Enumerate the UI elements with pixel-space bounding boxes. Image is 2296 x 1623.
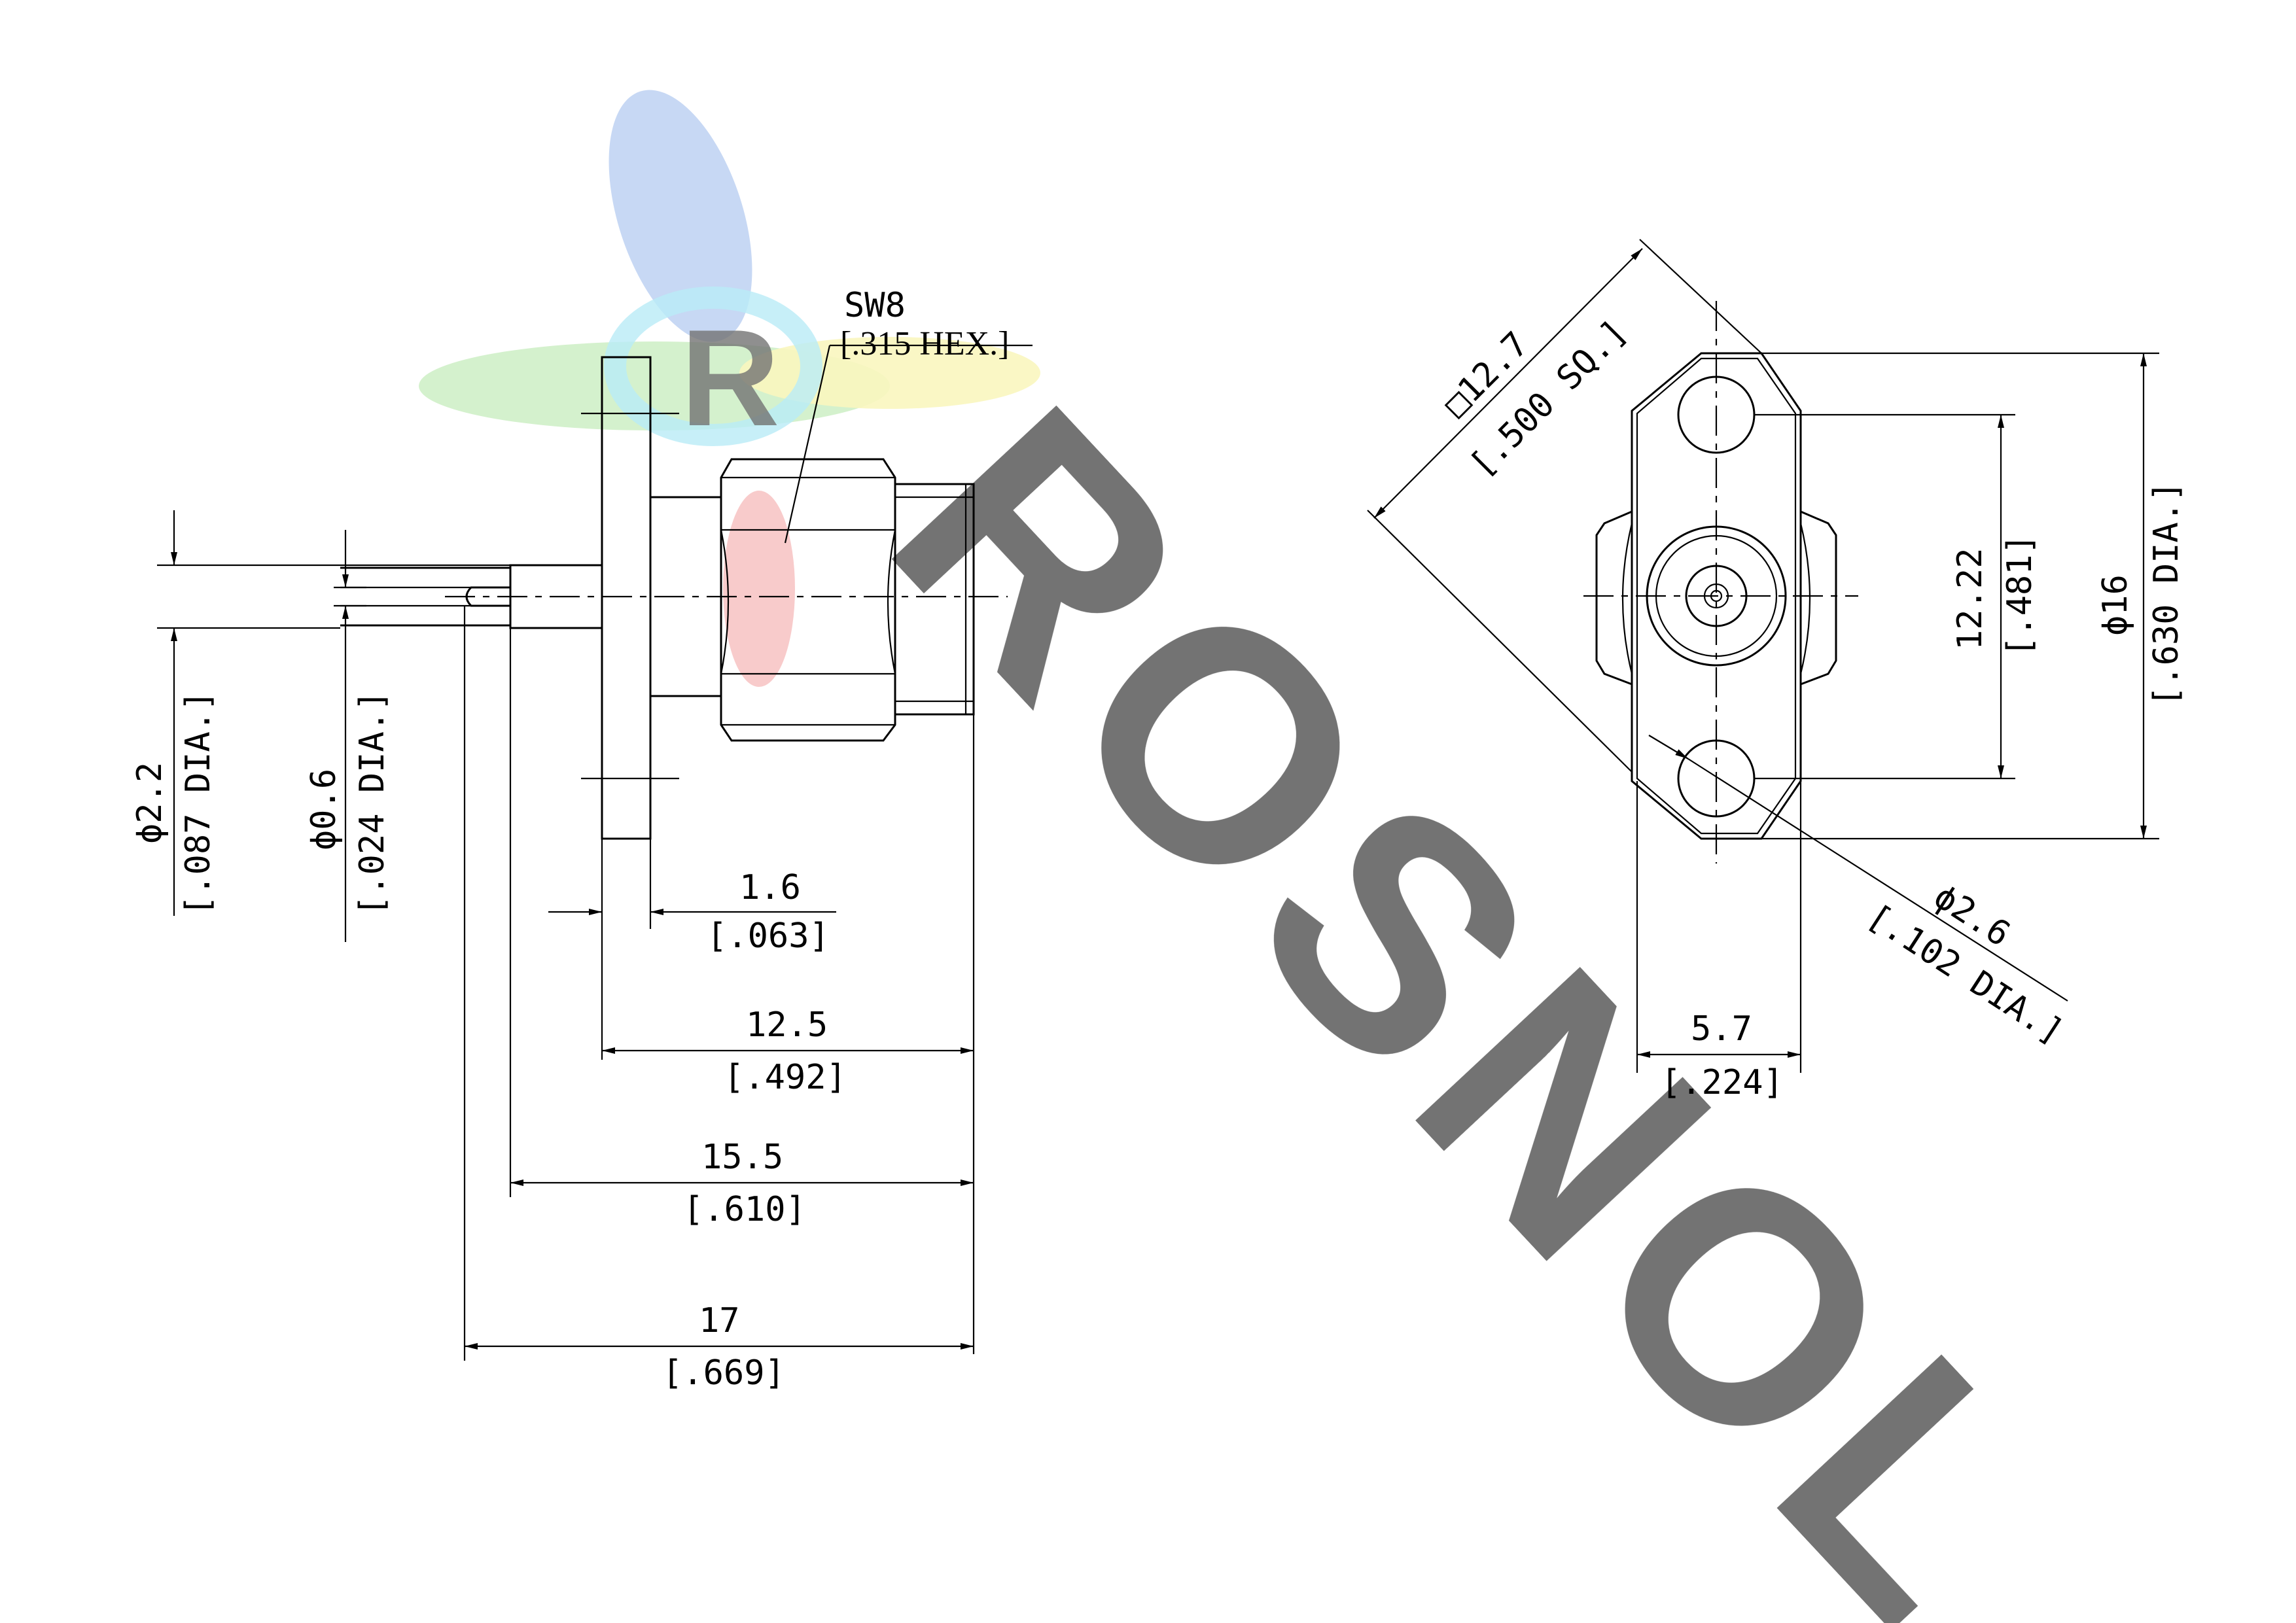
- dim-pin-dia: ϕ0.6 [.024 DIA.]: [304, 530, 392, 942]
- flange-dia-imperial: [.630 DIA.]: [2147, 481, 2186, 707]
- side-view: SW8 [.315 HEX.] ϕ2.2 [.087 DIA.] ϕ0.6 [.…: [130, 286, 1033, 1393]
- watermark-brand-text: ROSNOL: [826, 341, 2128, 1623]
- overall-length-imperial: [.669]: [662, 1353, 785, 1393]
- hex-leader: [784, 345, 831, 544]
- hex-size-imperial: [.315 HEX.]: [840, 325, 1010, 362]
- logo-petal-blue: [609, 90, 752, 342]
- len-insulator-imperial: [.610]: [683, 1190, 806, 1229]
- flange-thickness-value: 1.6: [739, 868, 801, 907]
- dim-overall-length: 17 [.669]: [463, 606, 974, 1393]
- len-flange-value: 12.5: [746, 1005, 828, 1045]
- front-hex: [1595, 510, 1633, 686]
- flange-dia-value: ϕ16: [2096, 574, 2135, 636]
- dim-pin-body-dia: ϕ2.2 [.087 DIA.]: [130, 510, 510, 916]
- flange-width-imperial: [.224]: [1661, 1063, 1784, 1102]
- dim-flange-width: 5.7 [.224]: [1636, 781, 1802, 1102]
- logo-letter: R: [680, 301, 780, 455]
- dim-flange-dia: ϕ16 [.630 DIA.]: [1761, 352, 2186, 840]
- hex-nut: [720, 458, 896, 742]
- logo-ring: [604, 287, 822, 446]
- dim-flange-thickness: 1.6 [.063]: [548, 839, 836, 1060]
- pin-body-dia-value: ϕ2.2: [130, 762, 169, 844]
- hole-spacing-value: 12.22: [1951, 548, 1990, 650]
- len-insulator-value: 15.5: [701, 1138, 783, 1177]
- logo-swoosh-green: [419, 341, 890, 430]
- logo-petal-red: [723, 491, 795, 687]
- dim-hole-spacing: 12.22 [.481]: [1754, 413, 2040, 780]
- pin-dia-value: ϕ0.6: [304, 769, 344, 850]
- hole-spacing-imperial: [.481]: [2000, 534, 2040, 657]
- pin-dia-imperial: [.024 DIA.]: [353, 691, 392, 916]
- dim-len-flange-to-end: 12.5 [.492]: [602, 1005, 974, 1097]
- front-barrel: [894, 483, 975, 716]
- watermark-logo: R: [419, 90, 1040, 687]
- pin-body-dia-imperial: [.087 DIA.]: [179, 691, 218, 916]
- dim-flange-square: □12.7 [.500 SQ.]: [1367, 239, 1762, 773]
- hex-size-label: SW8: [844, 286, 906, 325]
- dim-len-insulator-to-end: 15.5 [.610]: [509, 628, 974, 1229]
- flange-thickness-imperial: [.063]: [707, 916, 830, 956]
- flange-width-value: 5.7: [1691, 1009, 1752, 1049]
- logo-swoosh-yellow: [739, 337, 1040, 409]
- overall-length-value: 17: [699, 1301, 740, 1340]
- len-flange-imperial: [.492]: [724, 1058, 847, 1097]
